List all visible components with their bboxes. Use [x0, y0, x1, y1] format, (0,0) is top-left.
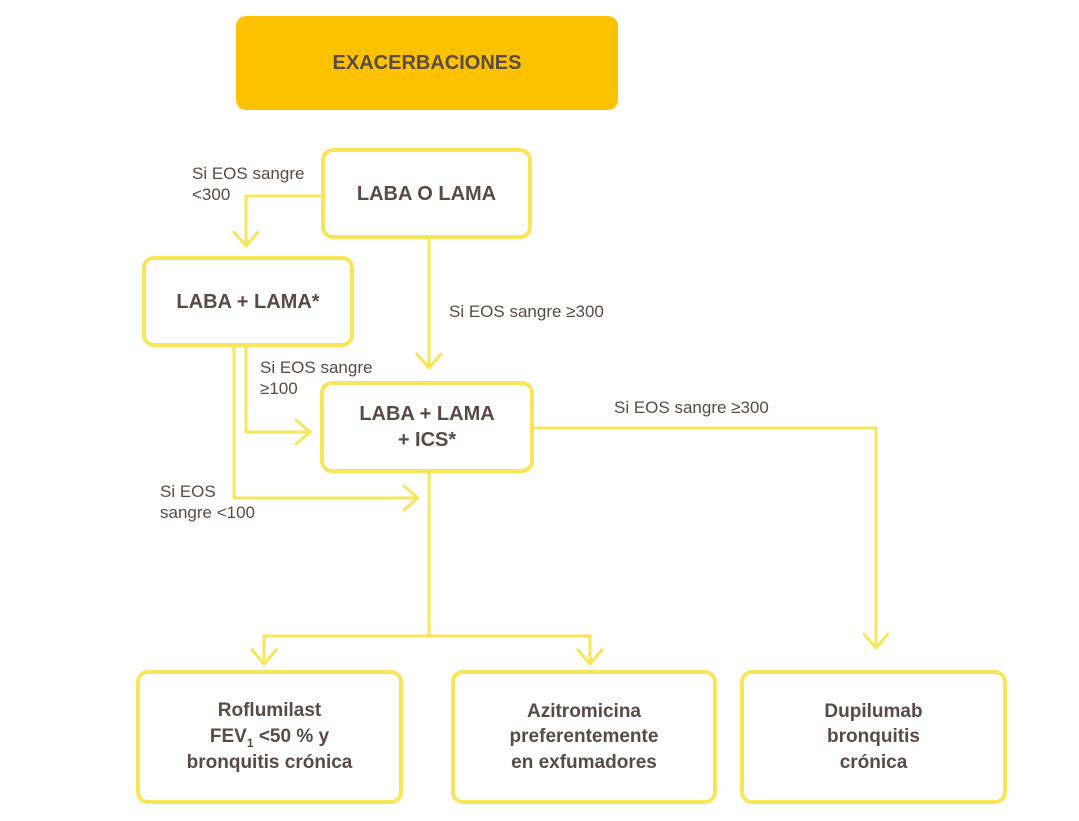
link-dual-to-trunk: [232, 344, 418, 500]
condition-eos-lt300: Si EOS sangre <300: [192, 163, 304, 206]
fev-threshold: <50 % y: [253, 725, 330, 747]
node-laba-o-lama: LABA O LAMA: [321, 148, 532, 239]
fev-label: FEV: [209, 725, 247, 747]
condition-eos-ge100-line2: ≥100: [260, 379, 298, 399]
arrowhead-dupilumab: [862, 632, 890, 650]
header-exacerbaciones: EXACERBACIONES: [236, 16, 618, 110]
link-triple-to-dupilumab: [532, 426, 878, 648]
node-laba-lama: LABA + LAMA*: [142, 256, 354, 347]
fev-subscript: 1: [246, 735, 254, 750]
azitromicina-line1: Azitromicina: [526, 700, 642, 722]
arrowhead-triple-top: [415, 352, 443, 370]
roflumilast-line3: bronquitis crónica: [186, 752, 353, 774]
roflumilast-line1: Roflumilast: [217, 699, 322, 721]
condition-eos-ge100-line1: Si EOS sangre: [260, 358, 373, 377]
arrowhead-dual: [232, 230, 260, 248]
roflumilast-line2: FEV1 <50 % y: [210, 724, 329, 751]
node-triple-line1: LABA + LAMA: [359, 403, 495, 425]
node-triple-line2: + ICS*: [397, 429, 457, 451]
node-azitromicina: Azitromicina preferentemente en exfumado…: [451, 670, 717, 804]
condition-eos-lt100-line2: sangre <100: [160, 503, 255, 523]
condition-eos-ge300-b: Si EOS sangre ≥300: [614, 397, 769, 418]
node-laba-lama-label: LABA + LAMA*: [176, 290, 320, 313]
condition-eos-ge300-a: Si EOS sangre ≥300: [449, 301, 604, 322]
link-dual-to-triple: [244, 344, 310, 434]
node-laba-o-lama-label: LABA O LAMA: [356, 182, 497, 205]
condition-eos-ge300-b-text: Si EOS sangre ≥300: [614, 398, 769, 417]
node-dupilumab: Dupilumab bronquitis crónica: [740, 670, 1007, 804]
arrowhead-roflumilast: [250, 648, 278, 666]
arrowhead-triple-left: [294, 418, 312, 446]
node-roflumilast: Roflumilast FEV1 <50 % y bronquitis crón…: [136, 670, 403, 804]
condition-eos-lt300-line2: <300: [192, 185, 231, 205]
arrowhead-azitromicina: [576, 648, 604, 666]
condition-eos-ge300-a-text: Si EOS sangre ≥300: [449, 302, 604, 321]
condition-eos-lt100: Si EOS sangre <100: [160, 481, 255, 524]
dupilumab-line3: crónica: [839, 751, 908, 773]
arrowhead-trunk: [402, 484, 420, 512]
dupilumab-line2: bronquitis: [827, 726, 920, 748]
node-laba-lama-ics: LABA + LAMA + ICS*: [320, 381, 534, 473]
condition-eos-lt100-line1: Si EOS: [160, 482, 216, 501]
dupilumab-line1: Dupilumab: [824, 700, 923, 722]
azitromicina-line2: preferentemente: [509, 726, 659, 748]
condition-eos-ge100: Si EOS sangre ≥100: [260, 357, 372, 400]
condition-eos-lt300-line1: Si EOS sangre: [192, 164, 305, 183]
azitromicina-line3: en exfumadores: [511, 751, 657, 773]
header-title: EXACERBACIONES: [332, 51, 522, 74]
link-lama-to-dual: [244, 194, 324, 246]
